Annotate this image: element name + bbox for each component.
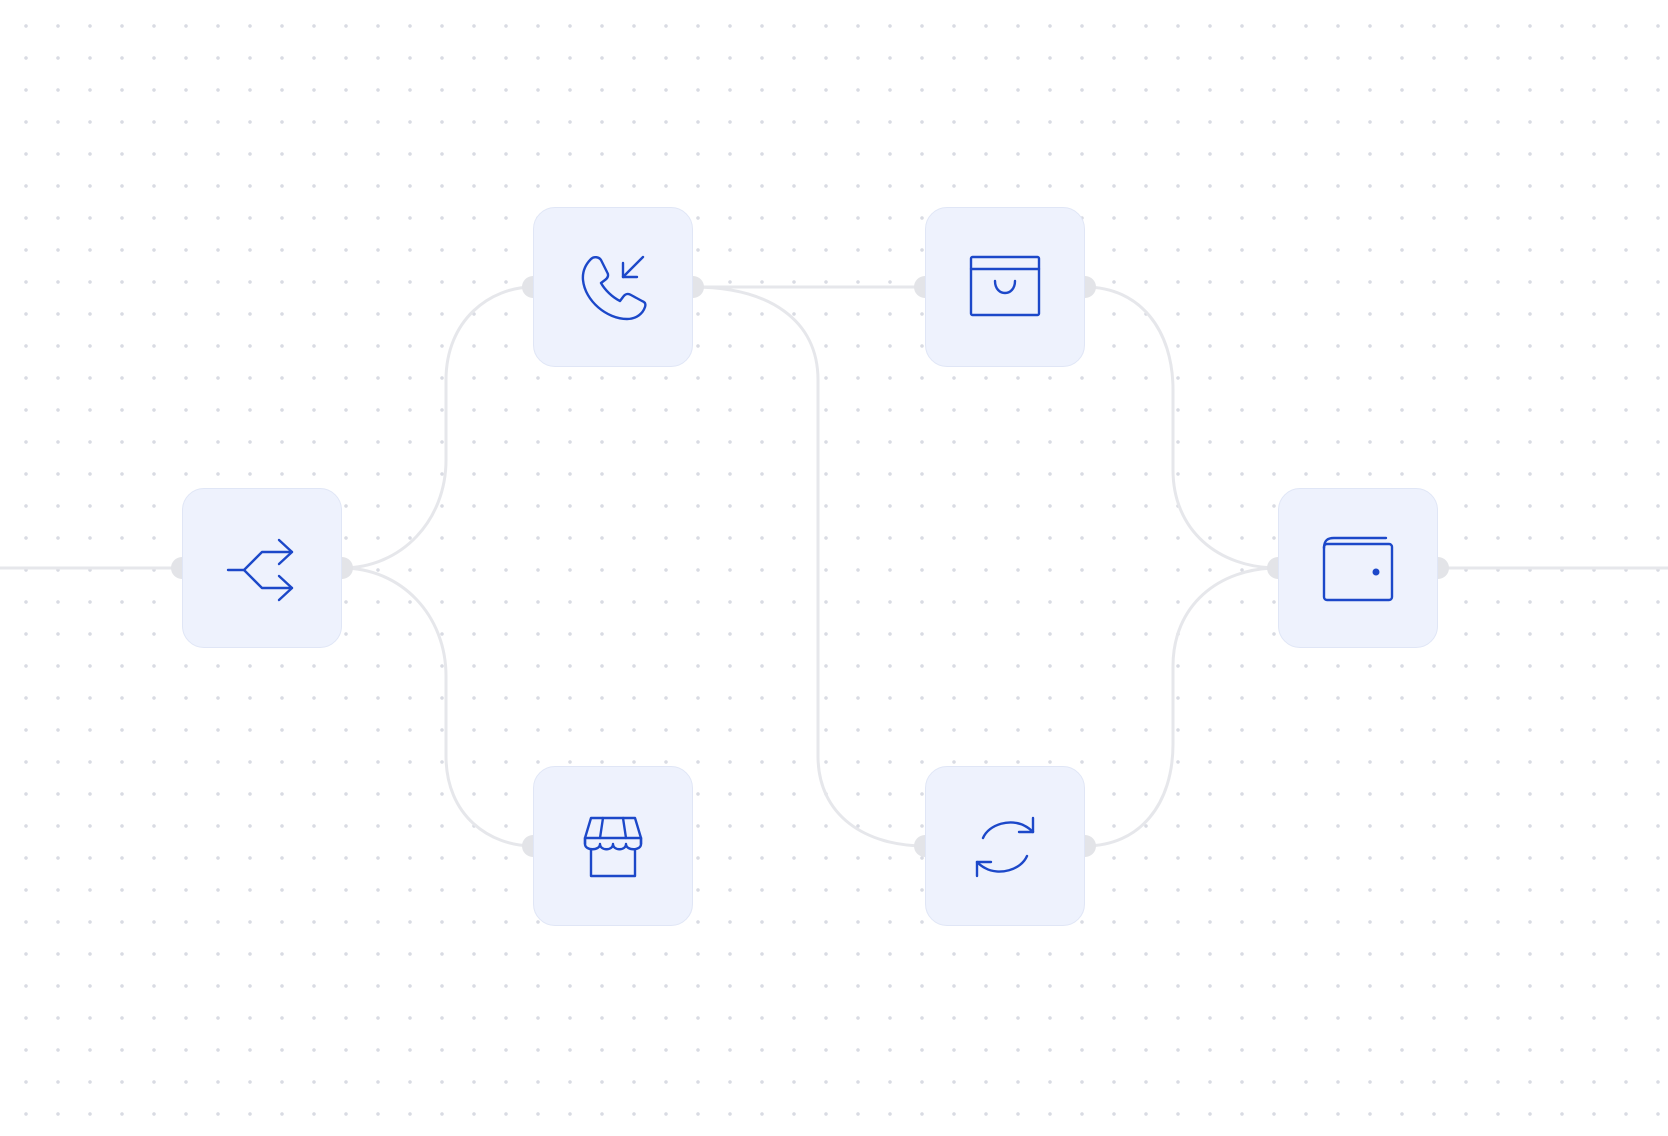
refresh-icon (967, 808, 1043, 884)
storefront-icon (575, 808, 651, 884)
connector-split-store (341, 566, 534, 848)
node-store[interactable] (533, 766, 693, 926)
connector-browser-wallet (1084, 285, 1279, 570)
node-sync[interactable] (925, 766, 1085, 926)
split-arrows-icon (224, 530, 300, 606)
connector-split-call (341, 285, 534, 570)
node-wallet[interactable] (1278, 488, 1438, 648)
node-browser[interactable] (925, 207, 1085, 367)
connector-call-sync (692, 285, 926, 848)
browser-window-icon (967, 249, 1043, 325)
wallet-icon (1320, 530, 1396, 606)
connector-sync-wallet (1084, 566, 1279, 848)
node-split[interactable] (182, 488, 342, 648)
node-incoming-call[interactable] (533, 207, 693, 367)
incoming-call-icon (575, 249, 651, 325)
